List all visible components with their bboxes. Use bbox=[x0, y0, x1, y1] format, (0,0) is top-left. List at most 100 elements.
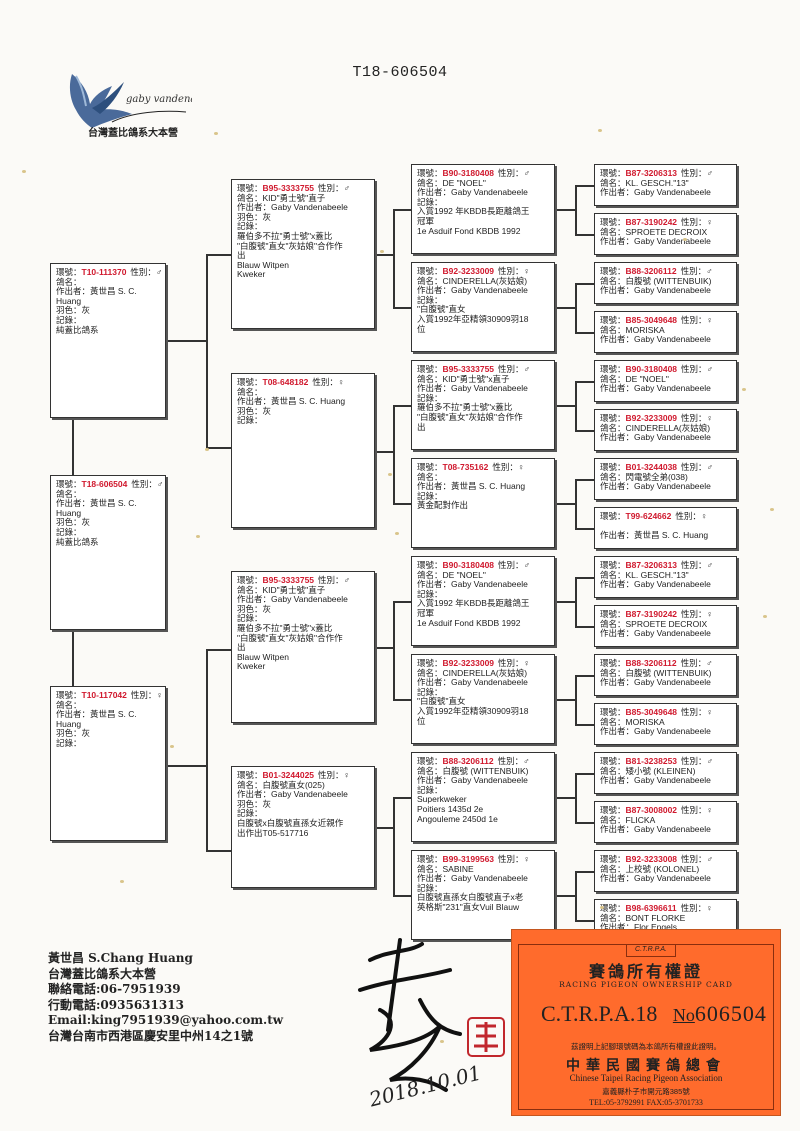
ring-number: B88-3206112 bbox=[625, 658, 677, 668]
paper-speck bbox=[395, 532, 399, 535]
connector-line bbox=[555, 405, 575, 407]
pigeon-info-line: 作出者：Gaby Vandenabeele bbox=[600, 726, 711, 737]
sex-label: 性別：♀ bbox=[492, 462, 525, 472]
pigeon-info-line: 記錄： bbox=[417, 392, 443, 403]
certificate-no-label: No bbox=[672, 1005, 695, 1025]
pigeon-info-line: 鴿名： bbox=[417, 471, 443, 482]
connector-line bbox=[206, 649, 208, 850]
pigeon-info-line: 作出者：Gaby Vandenabeele bbox=[600, 481, 711, 492]
pigeon-info-line: 鴿名：上校號 (KOLONEL) bbox=[600, 863, 700, 874]
certificate-title: 賽鴿所有權證 bbox=[588, 962, 703, 981]
pigeon-info-line: 記錄： bbox=[56, 526, 82, 537]
ring-prefix: 環號： bbox=[417, 658, 443, 668]
pigeon-info-line: 作出者：Gaby Vandenabeele bbox=[600, 187, 711, 198]
ring-prefix: 環號： bbox=[600, 854, 626, 864]
connector-line bbox=[393, 405, 411, 407]
connector-line bbox=[393, 895, 411, 897]
sex-label: 性別：♂ bbox=[680, 658, 713, 668]
pigeon-info-line: Blauw Witpen bbox=[237, 651, 289, 662]
pigeon-info-line: 作出者：Gaby Vandenabeele bbox=[600, 628, 711, 639]
ring-number: B95-3333755 bbox=[442, 364, 495, 374]
pigeon-info-line: 白腹號x白腹號直孫女近親作 bbox=[237, 817, 344, 828]
pigeon-info-line: 入賞1992年亞精領30909羽18 bbox=[417, 313, 529, 324]
page-title: T18-606504 bbox=[352, 64, 448, 81]
pigeon-info-line: 鴿名： bbox=[56, 488, 82, 499]
sex-label: 性別：♀ bbox=[681, 315, 713, 325]
contact-phone: 聯絡電話:06-7951939 bbox=[48, 982, 181, 996]
ring-number: B87-3008002 bbox=[625, 805, 678, 815]
sex-label: 性別：♀ bbox=[498, 658, 530, 668]
ring-number: T18-606504 bbox=[81, 479, 128, 489]
connector-line bbox=[575, 185, 594, 187]
handwritten-signature bbox=[358, 938, 462, 1092]
pigeon-info-line: 羽色：灰 bbox=[237, 211, 272, 222]
pigeon-info-line: 羽色：灰 bbox=[56, 728, 91, 739]
sex-label: 性別：♀ bbox=[681, 217, 713, 227]
pigeon-info-line: 鴿名：CINDERELLA(灰姑娘) bbox=[417, 275, 528, 286]
sex-label: 性別：♂ bbox=[681, 854, 713, 864]
pigeon-info-line: "白腹號"直女 bbox=[417, 304, 466, 315]
ring-prefix: 環號： bbox=[237, 183, 263, 193]
ring-number: B87-3190242 bbox=[625, 217, 678, 227]
ring-prefix: 環號： bbox=[600, 805, 626, 815]
paper-speck bbox=[205, 448, 209, 451]
pigeon-info-line: 記錄： bbox=[237, 221, 263, 232]
certificate-border: C.T.R.P.A. 賽鴿所有權證 RACING PIGEON OWNERSHI… bbox=[518, 944, 774, 1110]
certificate-address: 嘉義縣朴子市開元路385號 bbox=[602, 1087, 690, 1096]
paper-speck bbox=[196, 535, 200, 538]
pigeon-info-line: 記錄： bbox=[417, 490, 443, 501]
ring-prefix: 環號： bbox=[600, 511, 626, 521]
ring-number: B95-3333755 bbox=[262, 575, 315, 585]
pigeon-info-line: "白腹號"直女"灰姑娘"合作作 bbox=[237, 240, 343, 251]
sex-label: 性別：♂ bbox=[498, 168, 530, 178]
sex-label: 性別：♀ bbox=[680, 903, 713, 913]
ownership-certificate: C.T.R.P.A. 賽鴿所有權證 RACING PIGEON OWNERSHI… bbox=[511, 929, 781, 1116]
ring-prefix: 環號： bbox=[600, 707, 626, 717]
pigeon-info-line: 作出者：黃世昌 S. C. Huang bbox=[600, 530, 709, 541]
connector-line bbox=[575, 773, 577, 822]
contact-mobile: 行動電話:0935631313 bbox=[48, 997, 184, 1012]
paper-speck bbox=[22, 170, 26, 173]
pigeon-info-line: 鴿名：CINDERELLA(灰姑娘) bbox=[417, 667, 528, 678]
ring-prefix: 環號： bbox=[237, 770, 263, 780]
pigeon-info-line: 作出者：Gaby Vandenabeele bbox=[417, 579, 528, 590]
pigeon-info-line: 純蓋比鴿系 bbox=[56, 536, 99, 547]
ring-prefix: 環號： bbox=[600, 217, 626, 227]
certificate-org: 中華民國賽鴿總會 bbox=[566, 1058, 726, 1074]
connector-line bbox=[393, 797, 395, 895]
pigeon-info-line: 記錄： bbox=[56, 314, 82, 325]
pigeon-info-line: 鴿名：MORISKA bbox=[600, 324, 665, 335]
connector-line bbox=[393, 209, 411, 211]
pigeon-info-line: 記錄： bbox=[417, 686, 443, 697]
dove-logo: gaby vandenabeele bbox=[69, 74, 192, 128]
pigeon-info-line: 羽色：灰 bbox=[56, 305, 91, 316]
pigeon-info-line: 羅伯多不拉"勇士號"x蓋比 bbox=[237, 622, 333, 633]
ring-number: B87-3206313 bbox=[625, 168, 678, 178]
sex-label: 性別：♂ bbox=[498, 560, 530, 570]
pigeon-info-line: 入賞1992 年KBDB長距離鴿王 bbox=[417, 598, 530, 609]
pigeon-info-line: 鴿名：KID"勇士號"直子 bbox=[237, 192, 326, 203]
ring-number: B95-3333755 bbox=[262, 183, 315, 193]
connector-line bbox=[393, 209, 395, 307]
pigeon-info-line: 作出者：Gaby Vandenabeele bbox=[417, 383, 528, 394]
